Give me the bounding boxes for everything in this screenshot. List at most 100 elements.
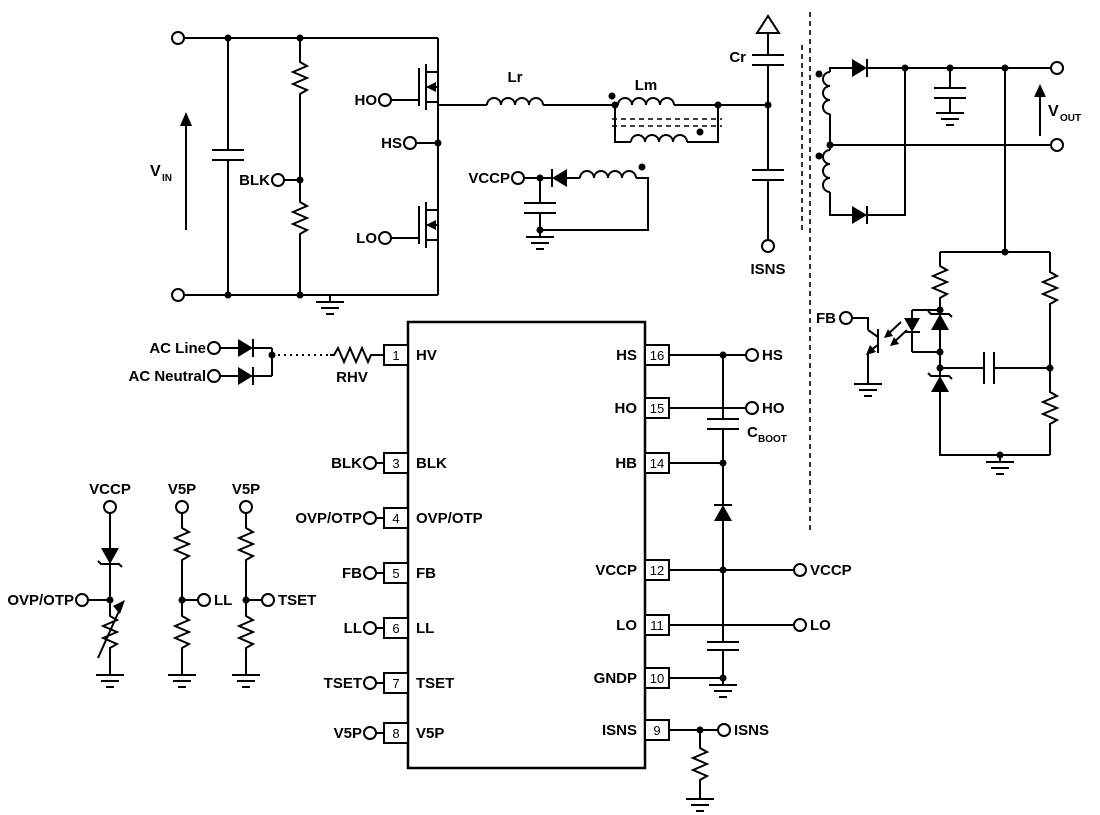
v5p-terminal [175,500,189,514]
ho-ext-terminal [745,401,759,415]
ext-label-fb: FB [342,565,362,582]
ext-label-vccp: VCCP [810,562,852,579]
vout-terminal-positive [1050,61,1064,75]
transformer-core-lines [612,118,722,127]
blk-divider-resistor-bottom [292,197,308,239]
resonant-tank-section: Lr Lm Cr ISNS [438,14,786,278]
junction-dot [178,596,186,604]
rectifier-diode-bottom [851,205,868,225]
v5p-tset-divider: V5P TSET [231,481,316,688]
pin-name-tset: TSET [416,675,454,692]
pin-number: 4 [392,511,399,526]
pin-number: 7 [392,676,399,691]
ext-label-ho: HO [762,400,785,417]
ground-symbol [95,667,125,688]
rectifier-diode-top [851,58,868,78]
feedback-wires [852,251,1051,456]
winding-phase-dot [638,163,646,171]
v5p-terminal [239,500,253,514]
vout-sub-label: OUT [1060,113,1081,124]
high-side-mosfet [418,64,436,110]
ext-label-blk: BLK [331,455,362,472]
tank-wires [438,33,769,240]
pin-number: 14 [650,456,664,471]
ll-divider-resistor-top [174,523,190,565]
junction-dot [268,351,276,359]
ll-tap-label: LL [214,592,232,609]
aux-winding [579,170,637,179]
thermistor-arrow [97,610,120,659]
cr-label: Cr [729,49,746,66]
pin-name-fb: FB [416,565,436,582]
fb-node-terminal [839,311,853,325]
pin-number: 3 [392,456,399,471]
transformer-primary-winding [630,134,688,143]
ho-gate-terminal [378,93,392,107]
vccp-top-label: VCCP [89,481,131,498]
v5p-top-label: V5P [168,481,196,498]
pin-name-v5p: V5P [416,725,444,742]
pin-name-lo: LO [616,617,637,634]
input-terminal-negative [171,288,185,302]
tset-divider-resistor-bottom [238,611,254,653]
cboot-sub-label: BOOT [758,434,787,445]
pin-number: 12 [650,563,664,578]
vccp-ovp-otp-branch: VCCP OVP/OTP [7,481,131,688]
tset-terminal [261,593,275,607]
ac-neutral-terminal [207,369,221,383]
ext-label-ovp-otp: OVP/OTP [295,510,362,527]
isns-capacitor [752,169,784,181]
opto-emitter-arrow [866,345,876,355]
ic-right-pins: 16 HS 15 HO 14 HB 12 VCCP 11 LO 10 GNDP … [594,344,670,741]
pin-number: 16 [650,348,664,363]
cboot-capacitor [707,418,739,430]
lr-label: Lr [508,69,523,86]
tset-tap-label: TSET [278,592,316,609]
pin-name-vccp: VCCP [595,562,637,579]
half-bridge-wires [391,38,439,295]
ext-label-tset: TSET [324,675,362,692]
blk-divider-resistor-top [292,57,308,99]
input-terminal-positive [171,31,185,45]
ovp-otp-tap-label: OVP/OTP [7,592,74,609]
ic-left-external-terminals: BLK OVP/OTP FB LL TSET V5P [295,455,384,742]
v5p-ll-divider: V5P LL [167,481,232,688]
controller-ic: 1 HV 3 BLK 4 OVP/OTP 5 FB 6 LL 7 TSET 8 … [295,320,852,812]
rhv-label: RHV [336,369,368,386]
junction-dots [936,248,1054,459]
ic-left-pins: 1 HV 3 BLK 4 OVP/OTP 5 FB 6 LL 7 TSET 8 … [383,344,483,744]
junction-dot [106,596,114,604]
aux-rectifier-diode [551,168,568,188]
pin-number: 9 [653,723,660,738]
compensation-capacitor [983,352,995,384]
secondary-output-section: V OUT [801,12,1081,532]
led-bias-resistor [932,261,948,303]
ext-label-hs: HS [762,347,783,364]
junction-dots [696,351,727,734]
ovp-otp-terminal [75,593,89,607]
cboot-label: C [747,424,758,441]
isns-node-label: ISNS [750,261,785,278]
divider-resistor-bottom [1042,387,1058,429]
low-side-mosfet [418,202,436,248]
pin-number: 6 [392,621,399,636]
pin-name-isns: ISNS [602,722,637,739]
tset-divider-resistor-top [238,523,254,565]
junction-dots [224,34,304,299]
pin-name-ovp-otp: OVP/OTP [416,510,483,527]
vout-label: V [1048,103,1059,120]
vin-arrow [180,112,192,230]
isns-ext-terminal [717,723,731,737]
v5p-top-label: V5P [232,481,260,498]
junction-dots [611,101,772,109]
lm-inductor [617,97,675,106]
vccp-aux-label: VCCP [468,170,510,187]
junction-dot [536,174,544,182]
vout-arrow [1034,84,1046,136]
hs-label: HS [381,135,402,152]
ac-neutral-diode [237,366,254,386]
ll-terminal [197,593,211,607]
blk-node-label: BLK [239,172,270,189]
ext-label-isns: ISNS [734,722,769,739]
ground-symbol [853,376,883,397]
